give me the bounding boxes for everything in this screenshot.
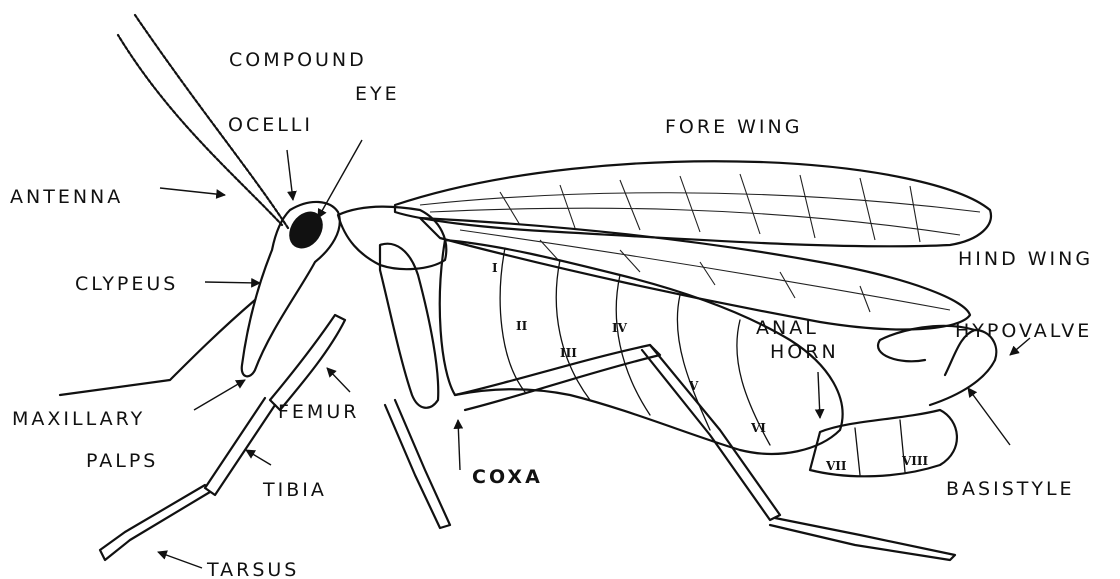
label-compound: COMPOUND (229, 49, 367, 71)
head-drawing (242, 202, 340, 376)
label-clypeus: CLYPEUS (75, 273, 178, 295)
label-hypovalve: HYPOVALVE (955, 320, 1092, 342)
label-hind-wing: HIND WING (958, 248, 1093, 270)
compound-eye-shape (282, 205, 330, 255)
labels: COMPOUND EYE OCELLI FORE WING ANTENNA HI… (10, 49, 1093, 579)
segment-label: III (560, 346, 577, 360)
segment-label: VIII (901, 454, 929, 468)
label-horn: HORN (770, 341, 839, 363)
label-antenna: ANTENNA (10, 186, 123, 208)
label-tarsus: TARSUS (206, 559, 299, 579)
label-basistyle: BASISTYLE (946, 478, 1075, 500)
hind-wing-drawing (420, 218, 970, 329)
label-palps: PALPS (86, 450, 158, 472)
segment-label: VI (750, 421, 766, 435)
thorax-drawing (338, 207, 446, 408)
segment-label: V (688, 379, 699, 393)
segment-label: VII (825, 459, 847, 473)
legs-drawing (60, 300, 955, 560)
abdomen-drawing (440, 240, 997, 476)
label-eye: EYE (355, 83, 400, 105)
label-coxa: COXA (472, 466, 543, 488)
segment-label: IV (612, 321, 628, 335)
label-tibia: TIBIA (262, 479, 327, 501)
label-anal: ANAL (756, 317, 819, 339)
segment-label: II (516, 319, 528, 333)
segment-label: I (492, 261, 498, 275)
label-femur: FEMUR (278, 401, 359, 423)
label-fore-wing: FORE WING (665, 116, 802, 138)
leader-lines (158, 140, 1030, 568)
label-ocelli: OCELLI (228, 114, 313, 136)
label-maxillary: MAXILLARY (12, 408, 145, 430)
